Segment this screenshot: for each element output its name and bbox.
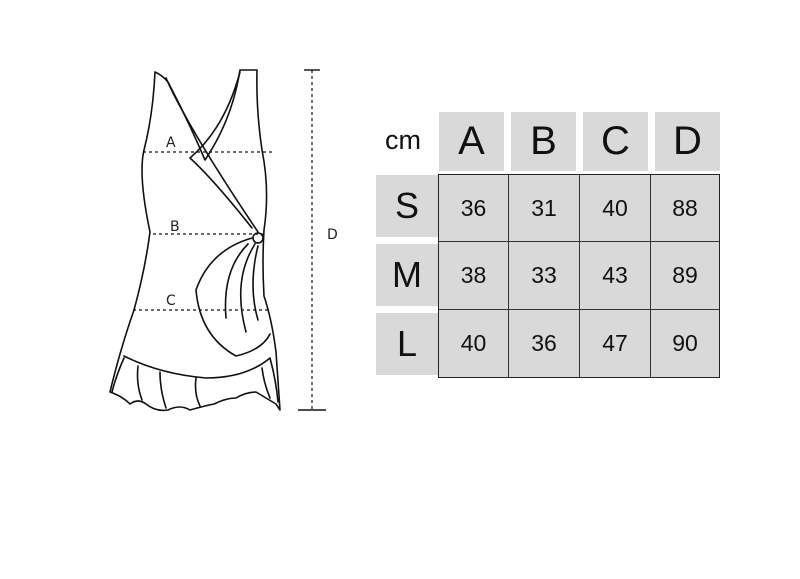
column-header-a: A (439, 112, 504, 171)
label-d: D (327, 227, 338, 243)
table-cell: 38 (438, 241, 509, 310)
row-header-l: L (376, 313, 438, 375)
table-cell: 40 (579, 174, 651, 242)
side-ring (252, 232, 264, 244)
table-cell: 40 (438, 309, 509, 378)
drape-fold (239, 243, 256, 333)
table-cell: 33 (508, 241, 580, 310)
ruffle-hem (123, 355, 279, 403)
label-c: C (166, 293, 176, 309)
ruffle-fold (159, 371, 167, 409)
column-header-b: B (511, 112, 576, 171)
row-header-s: S (376, 175, 438, 237)
drape-fold (224, 243, 249, 319)
dress-diagram: A B C D (109, 69, 338, 412)
dress-outline (109, 69, 281, 412)
table-cell: 31 (508, 174, 580, 242)
drape-fold (252, 245, 259, 321)
table-cell: 90 (650, 309, 720, 378)
ruffle-hem (111, 357, 125, 393)
table-cell: 47 (579, 309, 651, 378)
neckline (165, 77, 259, 233)
label-b: B (170, 219, 180, 235)
table-cell: 36 (508, 309, 580, 378)
ruffle-fold (136, 365, 143, 401)
table-cell: 88 (650, 174, 720, 242)
table-cell: 36 (438, 174, 509, 242)
unit-label: cm (385, 124, 421, 155)
column-header-c: C (583, 112, 648, 171)
drape-fold (195, 237, 271, 357)
ruffle-fold (194, 377, 201, 407)
label-a: A (166, 135, 176, 151)
wrap-front-edge (189, 71, 253, 229)
table-cell: 43 (579, 241, 651, 310)
ruffle-fold (261, 367, 271, 399)
row-header-m: M (376, 244, 438, 306)
column-header-d: D (655, 112, 720, 171)
table-cell: 89 (650, 241, 720, 310)
